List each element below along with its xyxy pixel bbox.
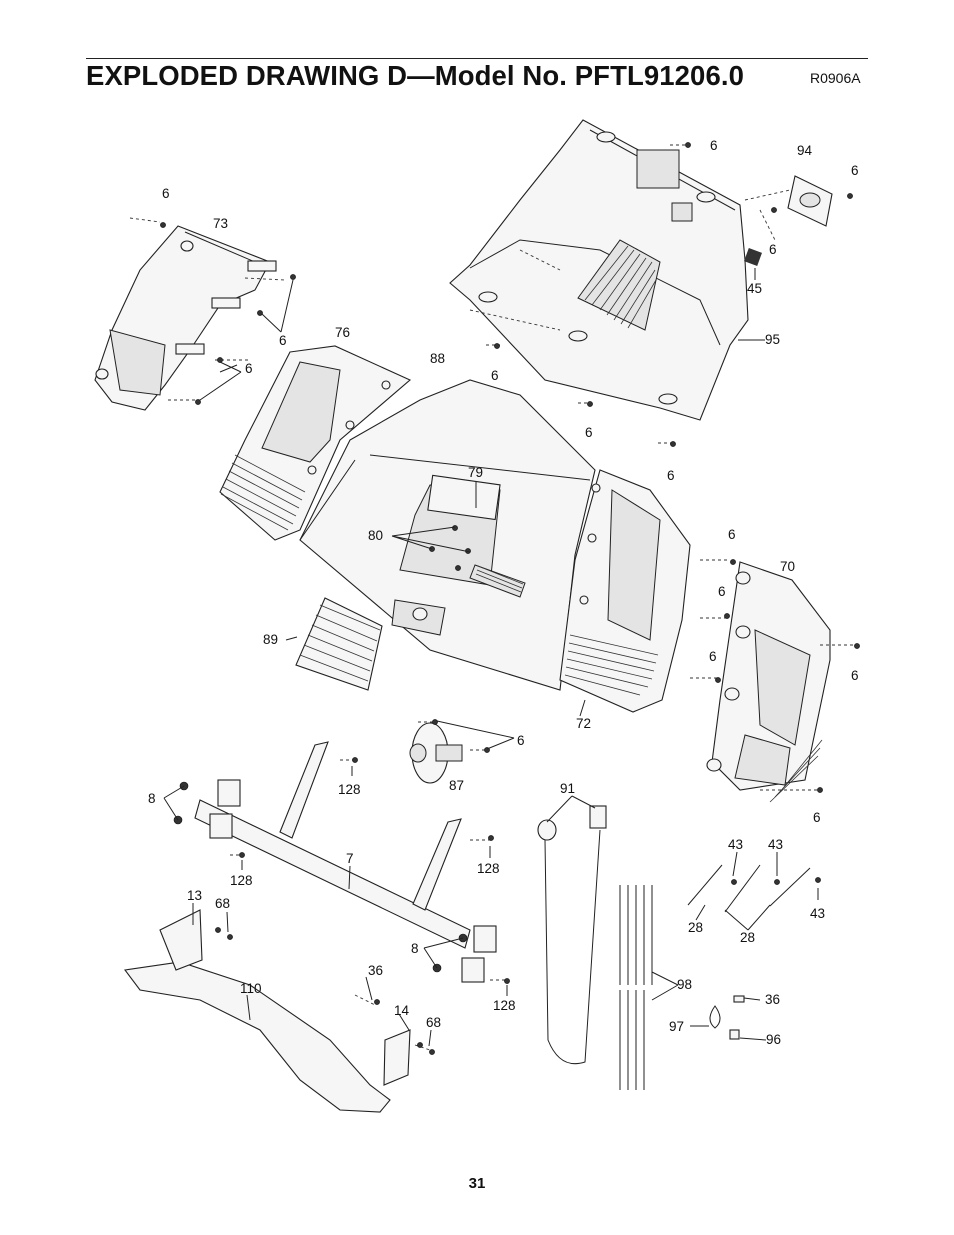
callout-label: 6 <box>667 468 675 483</box>
callout-label: 89 <box>263 632 278 647</box>
callout-label: 43 <box>810 906 825 921</box>
part-7-frame <box>194 741 497 983</box>
callout-label: 68 <box>215 896 230 911</box>
part-98-ties <box>619 885 653 1090</box>
callout-label: 43 <box>768 837 783 852</box>
callout-label: 36 <box>368 963 383 978</box>
callout-label: 6 <box>718 584 726 599</box>
callout-label: 110 <box>240 981 262 996</box>
callout-label: 94 <box>797 143 813 158</box>
leader-lines <box>163 268 819 1047</box>
part-89-grille <box>295 597 383 691</box>
part-76-panel <box>219 345 412 541</box>
callout-label: 6 <box>813 810 821 825</box>
callout-label: 88 <box>430 351 445 366</box>
part-95-hood <box>449 119 749 421</box>
callout-label: 72 <box>576 716 591 731</box>
header-rule <box>86 58 868 59</box>
callout-label: 98 <box>677 977 692 992</box>
callout-label: 128 <box>493 998 516 1013</box>
part-110-base <box>124 909 411 1113</box>
part-70-cover <box>706 561 831 803</box>
callout-label: 95 <box>765 332 780 347</box>
callout-label: 73 <box>213 216 228 231</box>
callout-label: 70 <box>780 559 795 574</box>
callout-label: 96 <box>766 1032 781 1047</box>
callout-label: 28 <box>740 930 755 945</box>
page-number: 31 <box>468 1175 486 1192</box>
callout-label: 79 <box>468 465 483 480</box>
callout-label: 6 <box>710 138 718 153</box>
callout-label: 14 <box>394 1003 410 1018</box>
callout-label: 80 <box>368 528 383 543</box>
callout-label: 6 <box>769 242 777 257</box>
callout-label: 91 <box>560 781 575 796</box>
callout-label: 87 <box>449 778 464 793</box>
part-87-fan <box>409 722 463 784</box>
callout-label: 8 <box>411 941 419 956</box>
callout-label: 43 <box>728 837 743 852</box>
screws <box>160 142 860 1055</box>
callout-label: 6 <box>245 361 253 376</box>
callout-label: 6 <box>709 649 717 664</box>
callout-label: 6 <box>517 733 525 748</box>
callout-label: 6 <box>585 425 593 440</box>
callout-labels: 6 94 6 6 45 95 6 73 6 6 76 88 6 6 6 79 8… <box>148 138 859 1047</box>
callout-label: 6 <box>851 163 859 178</box>
callout-label: 6 <box>491 368 499 383</box>
callout-label: 128 <box>230 873 253 888</box>
part-91-cable <box>537 805 607 1065</box>
callout-label: 36 <box>765 992 780 1007</box>
part-88-shroud <box>299 379 596 691</box>
part-28-rods <box>687 864 811 913</box>
callout-label: 8 <box>148 791 156 806</box>
part-73-cover <box>94 225 277 411</box>
callout-label: 13 <box>187 888 202 903</box>
callout-label: 6 <box>279 333 287 348</box>
part-94-bracket <box>787 175 833 227</box>
callout-label: 76 <box>335 325 350 340</box>
callout-label: 128 <box>477 861 500 876</box>
callout-label: 6 <box>851 668 859 683</box>
callout-label: 97 <box>669 1019 684 1034</box>
callout-label: 45 <box>747 281 762 296</box>
callout-label: 28 <box>688 920 703 935</box>
page-title: EXPLODED DRAWING D—Model No. PFTL91206.0 <box>86 60 744 91</box>
callout-label: 6 <box>162 186 170 201</box>
callout-label: 7 <box>346 851 354 866</box>
callout-label: 68 <box>426 1015 441 1030</box>
callout-label: 6 <box>728 527 736 542</box>
drawing-code: R0906A <box>810 70 861 86</box>
part-45-clip <box>744 248 762 266</box>
part-36-bolt <box>709 995 745 1040</box>
part-72-panel <box>559 469 691 713</box>
callout-label: 128 <box>338 782 361 797</box>
assembly-lines <box>129 144 855 1051</box>
